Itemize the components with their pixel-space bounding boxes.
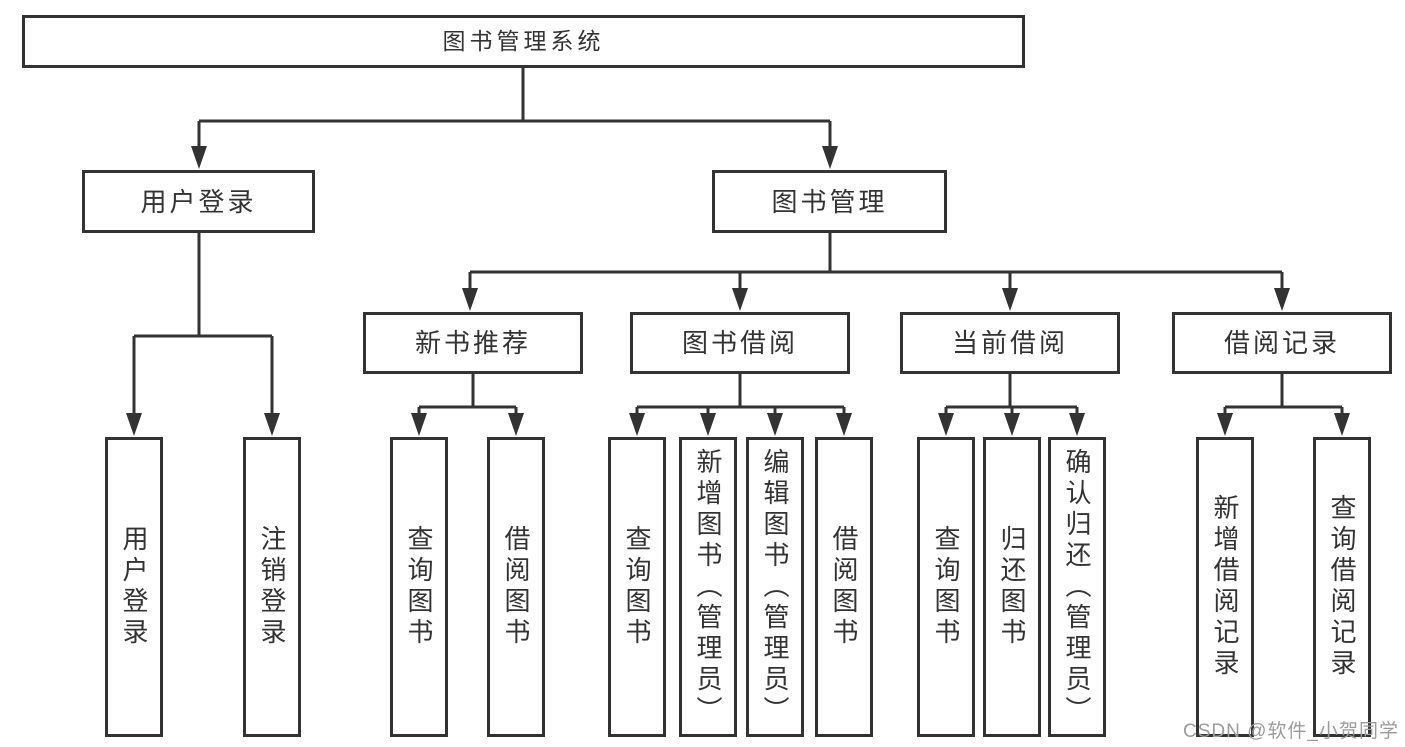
leaf-add-book-admin: 新增图书（管理员） xyxy=(679,437,737,737)
node-label: 新书推荐 xyxy=(414,328,531,358)
node-label: 查询图书 xyxy=(622,525,652,649)
leaf-confirm-return-admin: 确认归还（管理员） xyxy=(1048,437,1106,737)
node-user-login: 用户登录 xyxy=(82,170,315,233)
leaf-edit-book-admin: 编辑图书（管理员） xyxy=(746,437,804,737)
leaf-borrow-books-recommend: 借阅图书 xyxy=(487,437,545,737)
leaf-user-login: 用户登录 xyxy=(105,437,163,737)
node-label: 用户登录 xyxy=(140,186,257,217)
node-label: 借阅图书 xyxy=(501,525,531,649)
node-label: 借阅图书 xyxy=(829,525,859,649)
node-book-borrow: 图书借阅 xyxy=(630,312,850,374)
leaf-borrow-books: 借阅图书 xyxy=(815,437,873,737)
node-label: 注销登录 xyxy=(257,525,287,649)
node-label: 图书管理 xyxy=(771,186,888,217)
node-label: 编辑图书（管理员） xyxy=(760,447,790,727)
node-current-borrow: 当前借阅 xyxy=(900,312,1120,374)
watermark: CSDN @软件_小贺同学 xyxy=(1183,721,1399,742)
node-label: 新增借阅记录 xyxy=(1210,494,1240,680)
node-label: 图书借阅 xyxy=(681,328,798,358)
node-borrow-records: 借阅记录 xyxy=(1172,312,1392,374)
leaf-query-borrow-record: 查询借阅记录 xyxy=(1313,437,1371,737)
node-library-management-system: 图书管理系统 xyxy=(22,15,1025,68)
node-label: 确认归还（管理员） xyxy=(1062,447,1092,727)
node-label: 图书管理系统 xyxy=(442,28,605,54)
leaf-add-borrow-record: 新增借阅记录 xyxy=(1196,437,1254,737)
leaf-logout: 注销登录 xyxy=(243,437,301,737)
node-book-management: 图书管理 xyxy=(712,170,947,233)
node-label: 借阅记录 xyxy=(1223,328,1340,358)
node-new-book-recommend: 新书推荐 xyxy=(363,312,583,374)
node-label: 查询图书 xyxy=(931,525,961,649)
node-label: 用户登录 xyxy=(119,525,149,649)
leaf-query-books-borrow: 查询图书 xyxy=(608,437,666,737)
leaf-query-books-current: 查询图书 xyxy=(917,437,975,737)
node-label: 当前借阅 xyxy=(951,328,1068,358)
leaf-return-book: 归还图书 xyxy=(983,437,1041,737)
node-label: 归还图书 xyxy=(997,525,1027,649)
node-label: 查询借阅记录 xyxy=(1327,494,1357,680)
leaf-query-books-recommend: 查询图书 xyxy=(390,437,448,737)
node-label: 查询图书 xyxy=(404,525,434,649)
node-label: 新增图书（管理员） xyxy=(693,447,723,727)
